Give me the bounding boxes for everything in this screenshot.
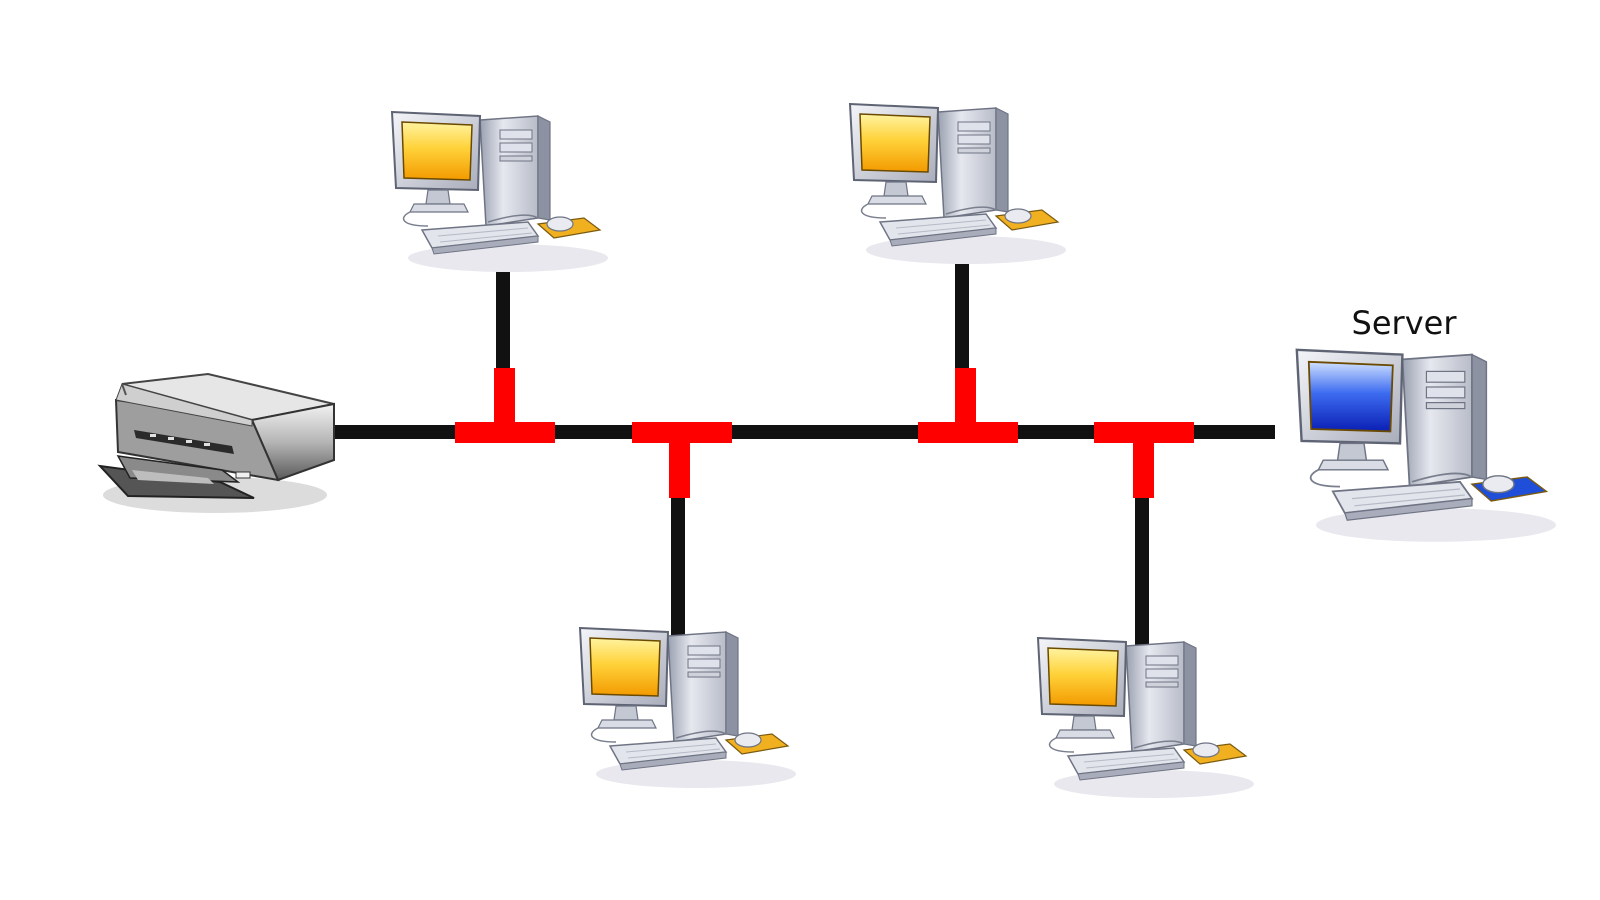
- network-cables: [322, 245, 1275, 655]
- workstation-bottom-left: [579, 627, 796, 789]
- server: [1295, 348, 1557, 543]
- t-connector-1: [455, 368, 555, 443]
- workstation-top-left: [391, 111, 608, 273]
- server-label: Server: [1352, 304, 1458, 342]
- t-connector-2: [632, 422, 732, 498]
- workstation-bottom-right: [1037, 637, 1254, 799]
- t-connector-3: [918, 368, 1018, 443]
- printer-icon: [97, 372, 335, 513]
- t-connector-4: [1094, 422, 1194, 498]
- workstation-top-right: [849, 103, 1066, 265]
